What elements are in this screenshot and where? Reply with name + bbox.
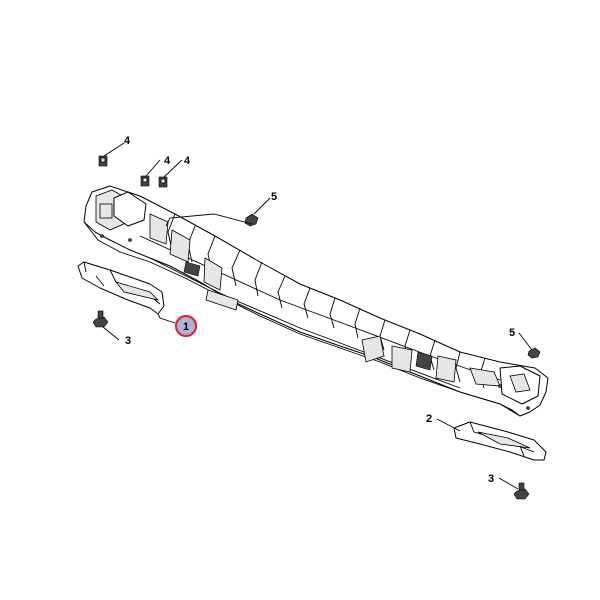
retainer-left-part (92, 310, 109, 328)
callout-5a[interactable]: 5 (271, 191, 277, 203)
svg-text:4: 4 (164, 155, 171, 167)
clip-fastener-a (98, 155, 108, 167)
callout-2[interactable]: 2 (426, 413, 432, 425)
bumper-absorber-part (83, 185, 549, 417)
svg-text:5: 5 (509, 327, 515, 339)
selected-callout-circle (174, 314, 198, 338)
svg-text:3: 3 (488, 473, 494, 485)
clip-fastener-b (140, 175, 150, 187)
callout-4c[interactable]: 4 (184, 155, 191, 167)
svg-text:5: 5 (271, 191, 277, 203)
callout-5b[interactable]: 5 (509, 327, 515, 339)
retainer-right-part (513, 482, 530, 500)
svg-text:1: 1 (183, 321, 189, 333)
svg-text:4: 4 (124, 135, 131, 147)
svg-text:2: 2 (426, 413, 432, 425)
clip-fastener-c (158, 176, 168, 188)
left-end-bracket (95, 189, 239, 311)
callout-3a[interactable]: 3 (125, 335, 131, 347)
callout-1-selected[interactable]: 1 (174, 314, 198, 338)
right-deflector-part (453, 421, 547, 461)
callout-4b[interactable]: 4 (164, 155, 171, 167)
left-deflector-part (77, 261, 165, 315)
callout-3b[interactable]: 3 (488, 473, 494, 485)
leader-lines (102, 142, 533, 490)
svg-text:4: 4 (184, 155, 191, 167)
right-end-bracket (361, 335, 541, 410)
callout-4a[interactable]: 4 (124, 135, 131, 147)
svg-text:3: 3 (125, 335, 131, 347)
bolt-right (527, 347, 541, 359)
